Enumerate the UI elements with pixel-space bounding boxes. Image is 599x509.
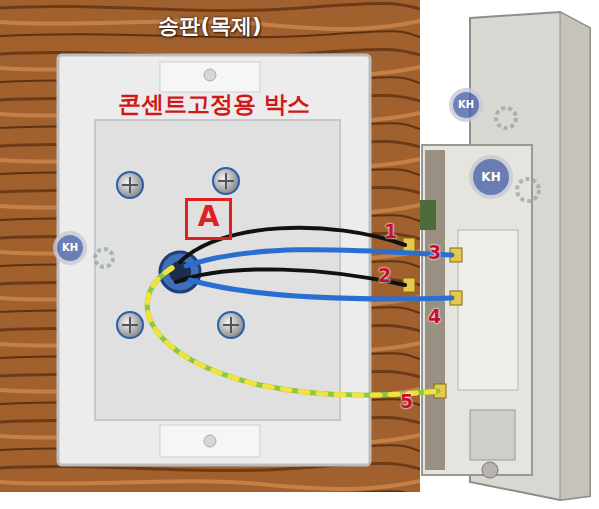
- callout-number: 2: [378, 266, 391, 285]
- callout-number: 3: [428, 243, 441, 262]
- watermark: KH: [481, 171, 500, 183]
- wires: [147, 228, 452, 395]
- callout-number: 1: [384, 222, 397, 241]
- callout-number: 4: [428, 307, 441, 326]
- box-title: 콘센트고정용 박스: [118, 89, 310, 120]
- screw: [117, 168, 244, 338]
- wood-board: [0, 0, 420, 492]
- callout-number: 5: [400, 392, 413, 411]
- outlet-device: [403, 12, 590, 500]
- watermark-gear: [55, 90, 539, 267]
- outlet-box-region: 콘센트고정용 박스 A: [58, 55, 370, 465]
- watermark: KH: [62, 243, 78, 253]
- detail-marker: A: [185, 198, 232, 240]
- marker-letter: A: [198, 200, 220, 233]
- board-title: 송판(목제): [158, 12, 261, 40]
- watermark: KH: [458, 100, 474, 110]
